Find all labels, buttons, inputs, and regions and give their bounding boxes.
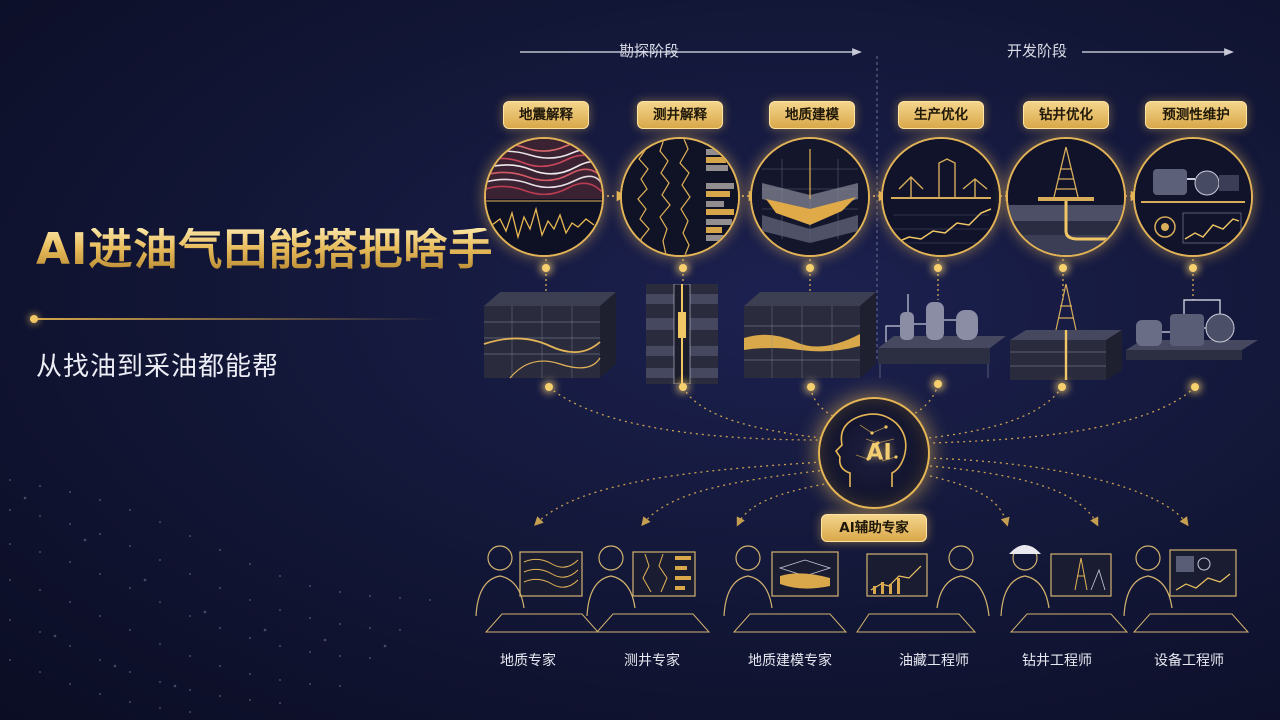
role-figure-reservoir [849,536,1009,646]
node-dot [1059,264,1067,272]
node-dot [1189,264,1197,272]
stage-block-well-logging [612,284,752,384]
phase-label-development: 开发阶段 [1006,42,1068,60]
stage-block-geo-modeling [740,284,880,384]
stage-tag-drilling: 钻井优化 [1023,101,1109,129]
node-dot [542,264,550,272]
node-dot [679,264,687,272]
stage-image-production [881,137,1001,257]
role-figure-drilling [987,536,1147,646]
link-stage-6 [929,386,1196,444]
stage-tag-well-logging: 测井解释 [637,101,723,129]
link-stage-2 [682,386,823,439]
stage-tag-production: 生产优化 [898,101,984,129]
ai-hub-label: AI [866,440,892,466]
stage-image-geo-modeling [750,137,870,257]
stage-block-drilling [996,284,1136,384]
role-figure-modeler [710,536,870,646]
role-label-reservoir: 油藏工程师 [899,653,969,669]
subtitle: 从找油到采油都能帮 [36,352,280,382]
link-role-1 [534,461,823,526]
title-divider [30,315,440,323]
phase-label-exploration: 勘探阶段 [618,42,680,60]
role-figure-logging [573,536,733,646]
link-role-4 [929,475,1010,527]
role-label-equipment: 设备工程师 [1154,653,1224,669]
stage-tag-seismic: 地震解释 [503,101,589,129]
stage-image-maintenance [1133,137,1253,257]
node-dot [806,264,814,272]
node-dot [934,264,942,272]
link-role-2 [641,469,827,527]
node-dot [1191,383,1199,391]
ai-assist-tag: AI辅助专家 [821,514,927,542]
role-figure-equipment [1110,536,1270,646]
stage-tag-maintenance: 预测性维护 [1145,101,1247,129]
node-dot [1058,383,1066,391]
stage-block-seismic [480,284,620,384]
link-role-5 [929,465,1099,527]
ai-head-icon [834,413,907,487]
node-dot [807,383,815,391]
stage-block-maintenance [1122,284,1262,384]
background-particle-wave [9,479,431,713]
stage-image-seismic [484,137,604,257]
link-stage-1 [548,386,821,441]
stage-image-well-logging [620,137,740,257]
role-label-modeler: 地质建模专家 [748,653,832,669]
link-role-6 [927,457,1189,527]
stage-tag-geo-modeling: 地质建模 [769,101,855,129]
stage-image-drilling [1006,137,1126,257]
stage-block-production [872,284,1012,384]
role-label-drilling: 钻井工程师 [1022,653,1092,669]
ai-hub: AI [818,397,930,509]
role-label-logging: 测井专家 [624,653,680,669]
node-dot [545,383,553,391]
main-title: AI进油气田能搭把啥手 [36,224,494,275]
node-dot [934,380,942,388]
node-dot [679,383,687,391]
link-stage-5 [927,386,1063,439]
role-label-geologist: 地质专家 [500,653,556,669]
